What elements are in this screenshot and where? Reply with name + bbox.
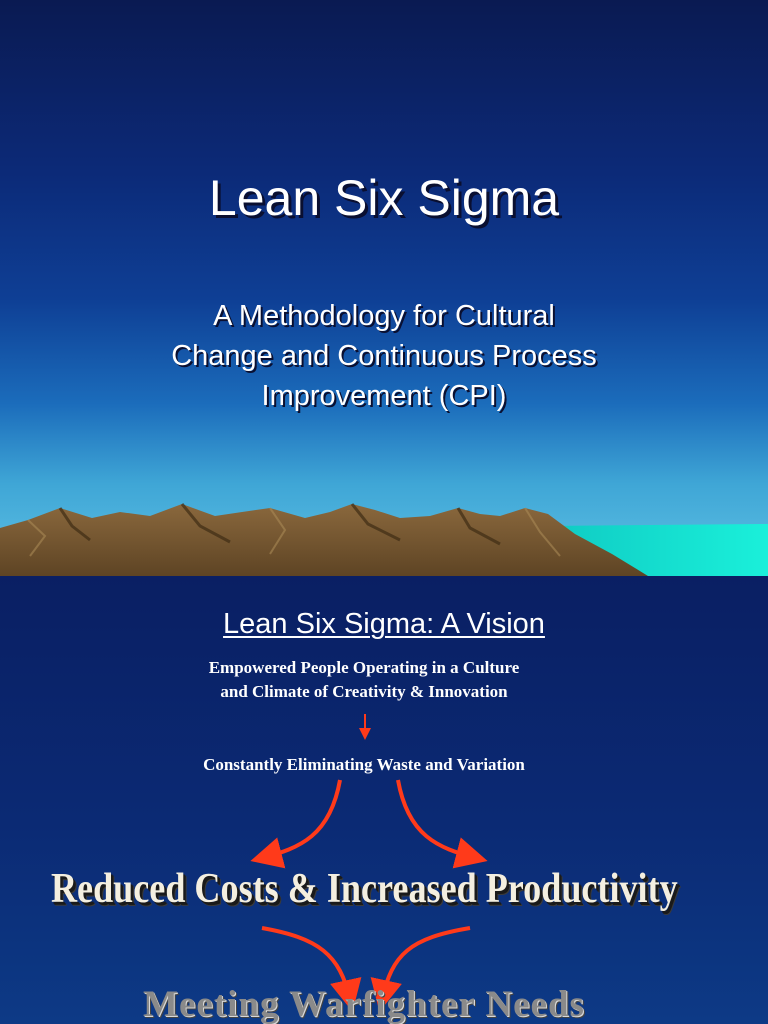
title-slide: Lean Six Sigma A Methodology for Cultura…: [0, 0, 768, 576]
flow-arrows: [250, 714, 488, 1012]
mountain-range: [0, 504, 648, 576]
curved-arrow-right: [396, 779, 488, 869]
subtitle-line: Change and Continuous Process: [171, 340, 597, 372]
vision-heading: Lean Six Sigma: A Vision: [223, 608, 545, 640]
step-text: Constantly Eliminating Waste and Variati…: [203, 755, 525, 774]
subtitle-line: A Methodology for Cultural: [213, 300, 555, 332]
subtitle-line: Improvement (CPI): [261, 380, 507, 412]
mountain-shadow: [58, 507, 91, 542]
mountain-shadow: [180, 503, 231, 544]
slide-title: Lean Six Sigma: [208, 170, 560, 226]
vision-line: Empowered People Operating in a Culture: [208, 658, 520, 677]
vision-line: and Climate of Creativity & Innovation: [220, 682, 508, 701]
mountain-highlight: [27, 519, 47, 557]
goal-text: Meeting Warfighter Needs: [143, 984, 585, 1024]
outcome-text: Reduced Costs & Increased Productivity: [50, 866, 678, 912]
converging-arrow-left: [261, 926, 362, 1012]
slide-subtitle: A Methodology for Cultural Change and Co…: [84, 296, 684, 416]
vision-slide: Lean Six Sigma: A Vision Empowered Peopl…: [0, 576, 768, 1024]
mountain-shadow: [350, 503, 401, 542]
curved-arrow-left: [250, 779, 342, 869]
mountain-highlight: [524, 507, 561, 557]
mountain-landscape-image: [0, 503, 768, 576]
converging-arrow-right: [370, 926, 471, 1012]
mountain-shadow: [456, 507, 501, 546]
mountain-highlight: [269, 507, 287, 555]
